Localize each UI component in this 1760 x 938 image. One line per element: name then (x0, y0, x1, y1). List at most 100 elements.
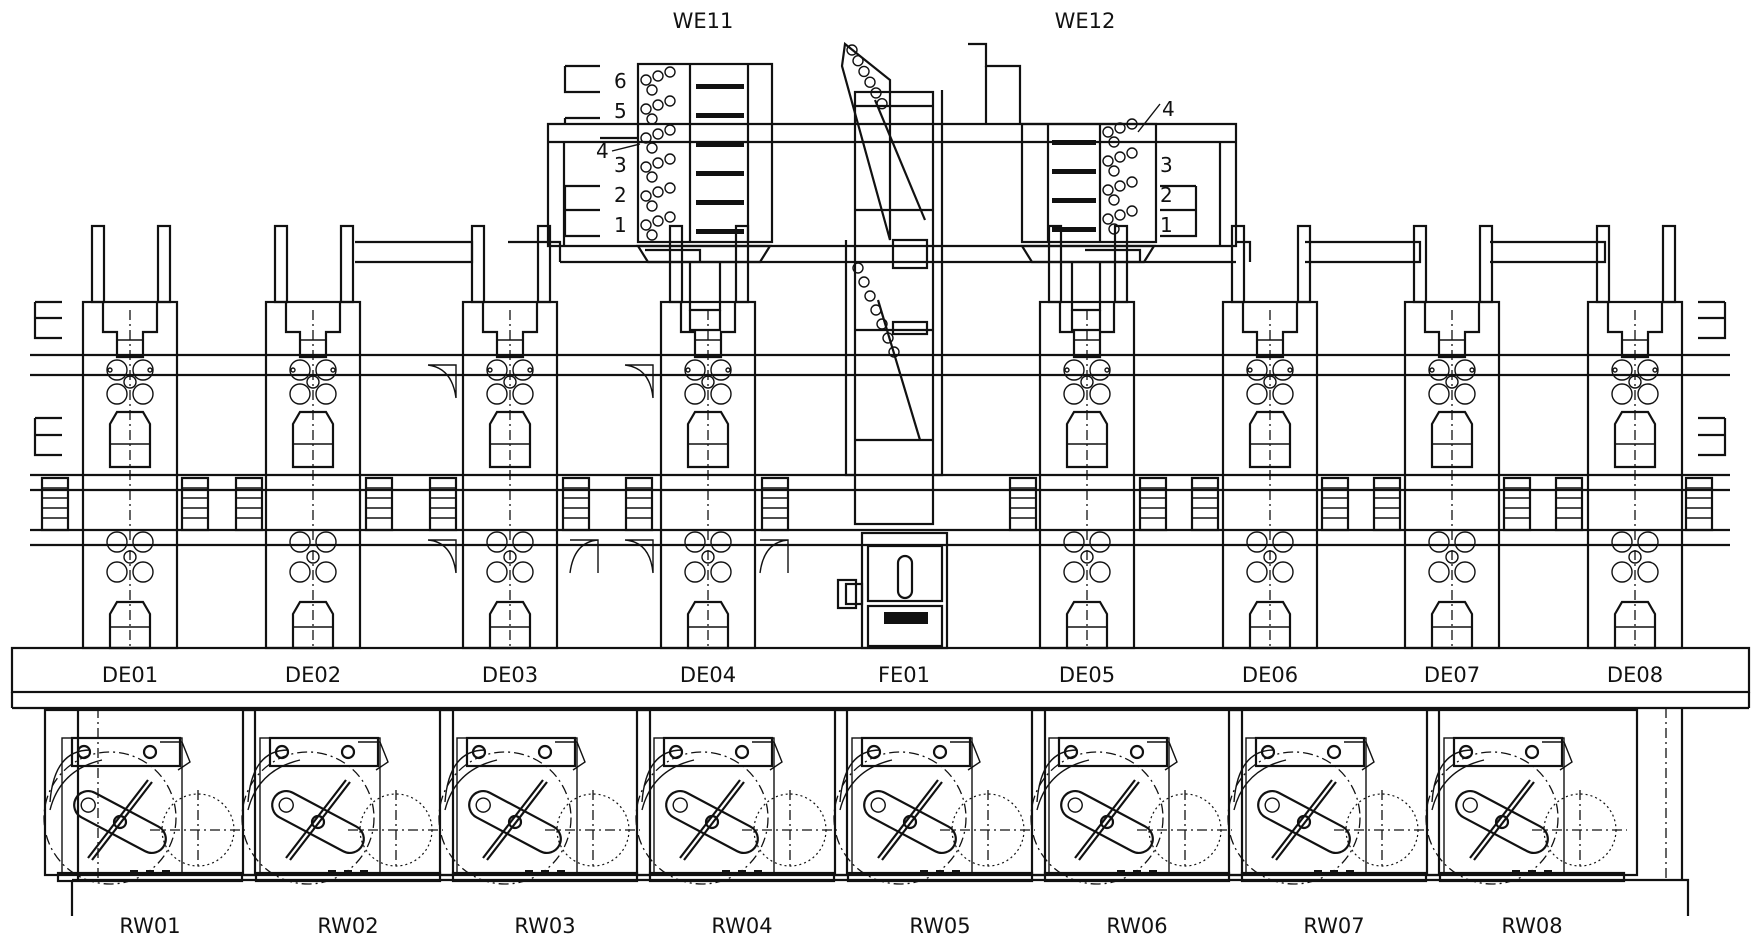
roll-stack (1102, 176, 1138, 206)
support-post (1595, 224, 1611, 304)
support-post (273, 224, 289, 304)
we12-tower (968, 42, 1198, 332)
we11-tower (563, 62, 774, 332)
level-label: 1 (1160, 213, 1173, 237)
support-post (1412, 224, 1428, 304)
rewinder-rw02 (240, 708, 455, 886)
stair-ladder (760, 476, 790, 532)
level-label: 2 (614, 183, 627, 207)
roll-stack (640, 66, 676, 96)
rewinder-labels: RW01 RW02 RW03 RW04 RW05 RW06 RW07 RW08 (119, 914, 1562, 938)
stair-ladder (1008, 476, 1038, 532)
roll-stack (640, 182, 676, 212)
roll-stack (1102, 147, 1138, 177)
roll-bar (696, 229, 744, 234)
rewinder-label: RW01 (119, 914, 180, 938)
roll-bar (1052, 198, 1096, 203)
rewinder-label: RW07 (1303, 914, 1364, 938)
support-post (339, 224, 355, 304)
support-post (1296, 224, 1312, 304)
we11-level-labels: 6 5 4 3 2 1 (596, 69, 641, 237)
stair-ladder (428, 476, 458, 532)
unit-label: DE06 (1242, 663, 1298, 687)
chain-roller (846, 44, 858, 56)
rewinder-label: RW03 (514, 914, 575, 938)
chain-roller (864, 290, 876, 302)
level-label: 3 (614, 153, 627, 177)
we12-level-labels: 4 3 2 1 (1137, 97, 1175, 237)
roll-bar (696, 171, 744, 176)
support-post (1478, 224, 1494, 304)
top-unit-labels: WE11 WE12 (673, 9, 1116, 33)
chain-roller (858, 65, 870, 78)
roll-bar (696, 200, 744, 205)
roll-stack (1102, 205, 1138, 235)
rewinder-label: RW05 (909, 914, 970, 938)
roll-stack (640, 153, 676, 183)
chain-roller (876, 318, 888, 330)
unit-label: DE03 (482, 663, 538, 687)
rewinder-rw06 (1029, 708, 1244, 886)
support-post (90, 224, 106, 304)
stair-ladder (1320, 476, 1350, 532)
stair-ladder (1554, 476, 1584, 532)
unit-label: DE07 (1424, 663, 1480, 687)
stair-ladder (624, 476, 654, 532)
chain-roller (864, 76, 876, 88)
roll-bar (696, 84, 744, 89)
stair-ladder (1372, 476, 1402, 532)
superstructure (30, 122, 1730, 547)
level-label: 1 (614, 213, 627, 237)
rewinder-label: RW02 (317, 914, 378, 938)
support-post (156, 224, 172, 304)
support-post (668, 224, 684, 304)
unit-label-we11: WE11 (673, 9, 734, 33)
level-label: 4 (1162, 97, 1175, 121)
stair-ladder (1138, 476, 1168, 532)
level-label: 3 (1160, 153, 1173, 177)
rewinder-rw01 (42, 708, 257, 886)
roll-bar (1052, 140, 1096, 145)
stair-ladder (180, 476, 210, 532)
unit-label: DE01 (102, 663, 158, 687)
rewinder-rw08 (1424, 708, 1639, 886)
support-post (1047, 224, 1063, 304)
roll-bar (1052, 169, 1096, 174)
level-label: 4 (596, 139, 609, 163)
stair-ladder (40, 476, 70, 532)
rewinder-rw05 (832, 708, 1047, 886)
rewinder-rw07 (1226, 708, 1441, 886)
level-label: 5 (614, 99, 627, 123)
rewinder-label: RW08 (1501, 914, 1562, 938)
stair-ladder (234, 476, 264, 532)
chain-roller (852, 55, 864, 67)
unit-label: DE05 (1059, 663, 1115, 687)
chain-roller (858, 276, 870, 288)
support-post (1113, 224, 1129, 304)
support-post (470, 224, 486, 304)
unit-label: DE08 (1607, 663, 1663, 687)
main-unit-labels: DE01 DE02 DE03 DE04 FE01 DE05 DE06 DE07 … (102, 663, 1663, 687)
stair-ladder (561, 476, 591, 532)
support-post (1230, 224, 1246, 304)
unit-label: DE04 (680, 663, 736, 687)
unit-label: FE01 (878, 663, 930, 687)
rewinder-label: RW04 (711, 914, 772, 938)
door-swings (427, 364, 789, 574)
support-post (734, 224, 750, 304)
unit-label-we12: WE12 (1055, 9, 1116, 33)
level-label: 6 (614, 69, 627, 93)
rewinder-rw04 (634, 708, 849, 886)
roll-bar (1052, 227, 1096, 232)
rewinder-rw03 (437, 708, 652, 886)
support-post (1661, 224, 1677, 304)
chain-roller (870, 87, 882, 99)
chain-roller (852, 262, 864, 274)
fe01-tower (836, 41, 949, 650)
roll-stack (640, 124, 676, 154)
label-band (10, 646, 1751, 710)
stair-ladder (364, 476, 394, 532)
stair-ladder (1190, 476, 1220, 532)
stair-ladder (1684, 476, 1714, 532)
